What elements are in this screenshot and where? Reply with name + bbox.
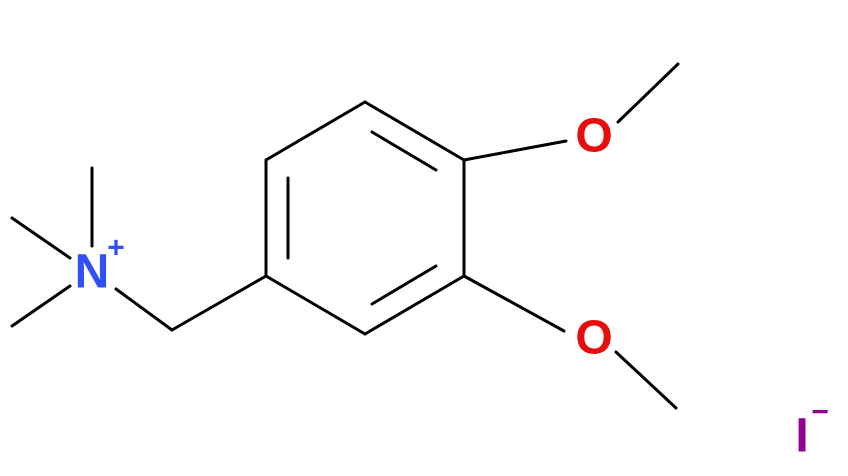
bond-line: [114, 287, 174, 332]
iodide-anion-charge: −: [811, 396, 829, 429]
bond-line: [363, 274, 466, 336]
bond-line: [370, 264, 438, 306]
bond-line: [264, 100, 367, 162]
oxygen-bottom-label: O: [575, 312, 612, 365]
nitrogen-cation-label: N: [75, 246, 110, 299]
bond-line: [370, 130, 438, 172]
bond-line: [170, 274, 268, 332]
bond-line: [462, 274, 566, 333]
bond-line: [614, 350, 678, 410]
bond-line: [616, 62, 680, 124]
iodide-anion-label: I: [795, 410, 808, 463]
bond-line: [264, 274, 367, 336]
nitrogen-cation-charge: +: [107, 232, 125, 265]
oxygen-top-label: O: [575, 110, 612, 163]
bond-line: [363, 100, 466, 162]
bond-line: [10, 284, 72, 328]
bond-line: [462, 139, 568, 162]
bond-line: [10, 216, 72, 260]
